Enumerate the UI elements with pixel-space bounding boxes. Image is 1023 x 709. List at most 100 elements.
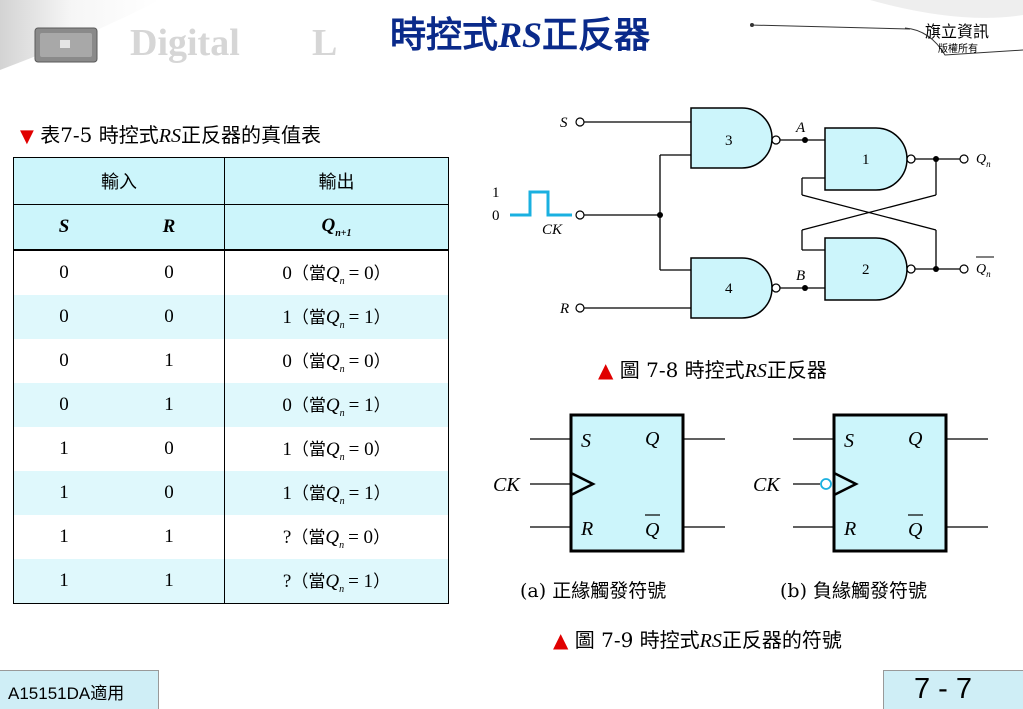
watermark-text-2: L	[312, 22, 337, 64]
condition-q: Q	[325, 571, 340, 593]
svg-text:R: R	[580, 518, 593, 540]
table-caption: ▼ 表7-5 時控式RS正反器的真值表	[20, 123, 321, 147]
input-s-label: S	[560, 115, 568, 131]
gate-4-label: 4	[725, 281, 733, 297]
clocked-rs-circuit: S R CK 1 0 A B 3 4 1 2 Qn Qn	[492, 107, 994, 319]
condition-prefix: （當	[291, 308, 326, 329]
footer-page-number: 7 - 7	[883, 670, 1023, 709]
condition-prefix: （當	[291, 484, 326, 505]
svg-text:CK: CK	[493, 474, 521, 496]
condition-prefix: （當	[291, 264, 326, 285]
q-output-value: 1	[282, 439, 292, 461]
q-output-value: 1	[282, 307, 292, 329]
condition-sub: n	[339, 275, 345, 287]
output-q-label: Qn	[976, 152, 991, 169]
condition-q: Q	[325, 351, 340, 373]
condition-q: Q	[325, 439, 340, 461]
condition-sub: n	[339, 539, 345, 551]
r-cell: 0	[114, 427, 225, 471]
condition-value: = 1	[348, 307, 374, 329]
gate-2-label: 2	[862, 262, 870, 278]
condition-q: Q	[325, 395, 340, 417]
chip-icon	[34, 27, 98, 63]
svg-text:Qn: Qn	[976, 262, 991, 279]
nand-gate-3	[690, 107, 781, 169]
condition-close: ）	[373, 396, 391, 417]
condition-close: ）	[373, 308, 391, 329]
condition-prefix: （當	[291, 572, 326, 593]
q-cell: 0（當Qn= 0）	[224, 339, 449, 383]
r-cell: 0	[114, 471, 225, 515]
s-cell: 1	[13, 559, 114, 604]
r-cell: 1	[114, 339, 225, 383]
node-a-label: A	[795, 120, 806, 136]
svg-text:Q: Q	[645, 428, 660, 450]
level-high-label: 1	[492, 185, 500, 201]
condition-q: Q	[325, 483, 340, 505]
gate-1-label: 1	[862, 152, 870, 168]
footer-course-code: A15151DA適用	[0, 670, 159, 709]
condition-sub: n	[339, 495, 345, 507]
condition-value: = 0	[348, 351, 374, 373]
condition-value: = 1	[348, 571, 374, 593]
q-cell: 0（當Qn= 1）	[224, 383, 449, 427]
condition-value: = 0	[348, 527, 374, 549]
q-cell: 1（當Qn= 1）	[224, 295, 449, 339]
watermark-text: Digital	[130, 22, 240, 64]
publisher-name: 旗立資訊	[925, 22, 990, 41]
caption-positive-edge: (a) 正緣觸發符號	[520, 580, 667, 602]
q-cell: ?（當Qn= 1）	[224, 559, 449, 604]
r-cell: 1	[114, 559, 225, 604]
condition-sub: n	[339, 407, 345, 419]
col-q-header: Qn+1	[224, 204, 449, 251]
nand-gate-4	[690, 257, 781, 319]
output-q-bar-label: Qn	[976, 256, 994, 279]
condition-q: Q	[325, 307, 340, 329]
s-cell: 1	[13, 427, 114, 471]
q-output-value: 1	[282, 483, 292, 505]
condition-close: ）	[373, 528, 391, 549]
level-low-label: 0	[492, 208, 500, 224]
svg-text:Q: Q	[908, 519, 923, 541]
node-b-label: B	[796, 268, 805, 284]
condition-sub: n	[339, 583, 345, 595]
output-group-header: 輸出	[224, 157, 449, 205]
q-output-value: 0	[282, 395, 292, 417]
header-banner: Digital L	[0, 0, 1023, 80]
s-cell: 1	[13, 471, 114, 515]
clock-pulse-icon	[510, 190, 572, 217]
svg-text:R: R	[843, 518, 856, 540]
page-title: 時控式RS正反器	[389, 14, 651, 56]
gate-3-label: 3	[725, 133, 733, 149]
q-cell: 1（當Qn= 0）	[224, 427, 449, 471]
s-cell: 1	[13, 515, 114, 559]
condition-close: ）	[373, 484, 391, 505]
condition-prefix: （當	[291, 352, 326, 373]
s-cell: 0	[13, 250, 114, 295]
triangle-down-icon: ▼	[20, 126, 34, 147]
input-group-header: 輸入	[13, 157, 225, 205]
q-output-value: ?	[282, 527, 292, 549]
condition-value: = 1	[348, 395, 374, 417]
s-cell: 0	[13, 339, 114, 383]
col-r-header: R	[114, 204, 225, 251]
col-s-header: S	[13, 204, 114, 251]
q-output-value: 0	[282, 351, 292, 373]
q-cell: 1（當Qn= 1）	[224, 471, 449, 515]
condition-prefix: （當	[291, 440, 326, 461]
svg-text:S: S	[844, 430, 854, 452]
nand-gate-2	[824, 237, 916, 301]
positive-edge-symbol: S R Q Q CK	[493, 413, 725, 553]
r-cell: 1	[114, 515, 225, 559]
negative-edge-symbol: S R Q Q CK	[753, 413, 988, 553]
q-output-value: ?	[282, 571, 292, 593]
condition-value: = 1	[348, 483, 374, 505]
svg-text:S: S	[581, 430, 591, 452]
